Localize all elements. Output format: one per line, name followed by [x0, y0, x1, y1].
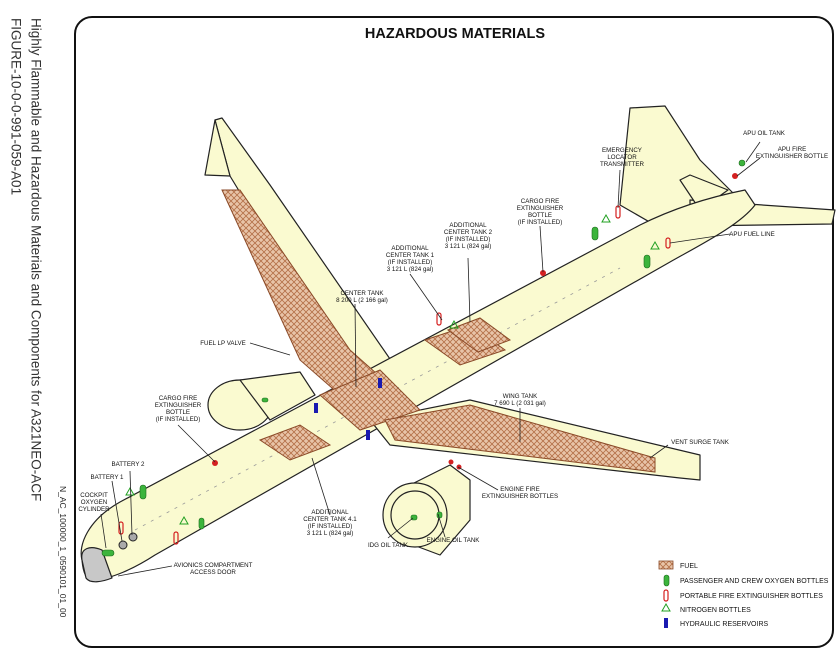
label-act4-1: ADDITIONAL — [311, 509, 349, 516]
label-elt-1: EMERGENCY — [602, 147, 642, 154]
legend-item-nitrogen: NITROGEN BOTTLES — [680, 607, 751, 614]
label-cockpit-oxy-3: CYLINDER — [78, 506, 110, 513]
act4-tank — [258, 424, 332, 461]
oxygen-bottle-icon — [591, 226, 599, 241]
oxygen-bottle-icon — [643, 254, 651, 269]
legend-item-fuel: FUEL — [680, 563, 698, 570]
label-vent-surge: VENT SURGE TANK — [671, 439, 730, 446]
hydraulic-bar-icon — [378, 378, 382, 388]
oxygen-bottle-icon — [738, 159, 746, 167]
battery-1-icon — [118, 540, 128, 550]
nitrogen-triangle-icon — [661, 602, 671, 612]
hydraulic-bar-icon — [314, 403, 318, 413]
label-cargo-aft-4: (IF INSTALLED) — [518, 219, 563, 226]
label-act2-3: (IF INSTALLED) — [446, 236, 491, 243]
callouts: APU OIL TANK APU FIRE EXTINGUISHER BOTTL… — [78, 130, 828, 576]
label-apu-fire-ext-1: APU FIRE — [778, 146, 807, 153]
left-wing-tip — [204, 119, 231, 177]
nitrogen-triangle-icon — [179, 515, 189, 525]
label-cargo-aft-2: EXTINGUISHER — [517, 205, 564, 212]
legend-item-extinguisher: PORTABLE FIRE EXTINGUISHER BOTTLES — [680, 593, 823, 600]
horizontal-stabilizer-left — [679, 174, 729, 211]
leader-lines — [100, 141, 761, 577]
hydraulic-reservoirs — [314, 378, 382, 440]
label-apu-fire-ext-2: EXTINGUISHER BOTTLE — [756, 153, 828, 160]
label-elt-3: TRANSMITTER — [600, 161, 645, 168]
oxygen-bottles — [101, 159, 746, 557]
label-cockpit-oxy-1: COCKPIT — [80, 492, 108, 499]
label-elt-2: LOCATOR — [607, 154, 637, 161]
nitrogen-triangle-icon — [601, 213, 611, 223]
hydraulic-bar-icon — [664, 618, 668, 628]
label-cargo-aft-1: CARGO FIRE — [521, 198, 560, 205]
label-act4-4: 3 121 L (824 gal) — [307, 530, 354, 537]
extinguisher-icon — [436, 312, 442, 326]
label-act1-2: CENTER TANK 1 — [386, 252, 435, 259]
legend: FUEL PASSENGER AND CREW OXYGEN BOTTLES P… — [658, 560, 829, 628]
legend-item-hydraulic: HYDRAULIC RESERVOIRS — [680, 621, 769, 628]
nitrogen-triangle-icon — [125, 486, 135, 496]
label-center-tank-2: 8 200 L (2 166 gal) — [336, 297, 388, 304]
label-cargo-aft-3: BOTTLE — [528, 212, 552, 219]
label-act1-4: 3 121 L (824 gal) — [387, 266, 434, 273]
battery-2-icon — [128, 532, 138, 542]
legend-item-oxygen: PASSENGER AND CREW OXYGEN BOTTLES — [680, 578, 829, 585]
label-apu-oil-tank: APU OIL TANK — [743, 130, 786, 137]
label-apu-fuel-line: APU FUEL LINE — [729, 231, 775, 238]
oxygen-bottle-icon — [198, 517, 205, 530]
fuel-swatch — [658, 560, 674, 570]
batteries — [118, 532, 138, 550]
label-act1-1: ADDITIONAL — [391, 245, 429, 252]
aircraft — [80, 105, 836, 583]
label-battery-1: BATTERY 1 — [90, 474, 124, 481]
label-engine-fire-1: ENGINE FIRE — [500, 486, 540, 493]
label-act2-4: 3 121 L (824 gal) — [445, 243, 492, 250]
label-idg-oil: IDG OIL TANK — [368, 542, 409, 549]
diagram-title: HAZARDOUS MATERIALS — [365, 26, 545, 42]
label-battery-2: BATTERY 2 — [111, 461, 145, 468]
label-avionics-2: ACCESS DOOR — [190, 569, 236, 576]
label-cargo-fwd-1: CARGO FIRE — [159, 395, 198, 402]
oxygen-bottle-icon — [101, 549, 115, 557]
hydraulic-bar-icon — [366, 430, 370, 440]
label-cockpit-oxy-2: OXYGEN — [81, 499, 107, 506]
oxygen-bottle-icon — [663, 574, 670, 587]
oxygen-bottle-icon — [261, 397, 269, 403]
label-act1-3: (IF INSTALLED) — [388, 259, 433, 266]
oxygen-bottle-icon — [436, 511, 443, 519]
oxygen-bottle-icon — [139, 484, 147, 500]
label-wing-tank-1: WING TANK — [503, 393, 538, 400]
extinguisher-points — [212, 173, 738, 470]
label-engine-oil: ENGINE OIL TANK — [427, 537, 481, 544]
label-center-tank-1: CENTER TANK — [340, 290, 384, 297]
label-cargo-fwd-3: BOTTLE — [166, 409, 190, 416]
nitrogen-triangle-icon — [449, 319, 459, 329]
label-wing-tank-2: 7 690 L (2 031 gal) — [494, 400, 546, 407]
label-engine-fire-2: EXTINGUISHER BOTTLES — [482, 493, 558, 500]
act2-tank — [446, 317, 512, 353]
nose-cone — [81, 547, 113, 583]
nitrogen-bottles — [125, 213, 660, 525]
nitrogen-triangle-icon — [650, 240, 660, 250]
label-act4-2: CENTER TANK 4.1 — [303, 516, 357, 523]
label-fuel-lp-valve: FUEL LP VALVE — [200, 340, 246, 347]
label-act2-1: ADDITIONAL — [449, 222, 487, 229]
label-cargo-fwd-2: EXTINGUISHER — [155, 402, 202, 409]
extinguisher-icon — [173, 531, 179, 545]
label-act4-3: (IF INSTALLED) — [308, 523, 353, 530]
center-tank — [319, 369, 421, 431]
label-act2-2: CENTER TANK 2 — [444, 229, 493, 236]
extinguisher-icon — [663, 589, 669, 602]
label-avionics-1: AVIONICS COMPARTMENT — [174, 562, 253, 569]
label-cargo-fwd-4: (IF INSTALLED) — [156, 416, 201, 423]
